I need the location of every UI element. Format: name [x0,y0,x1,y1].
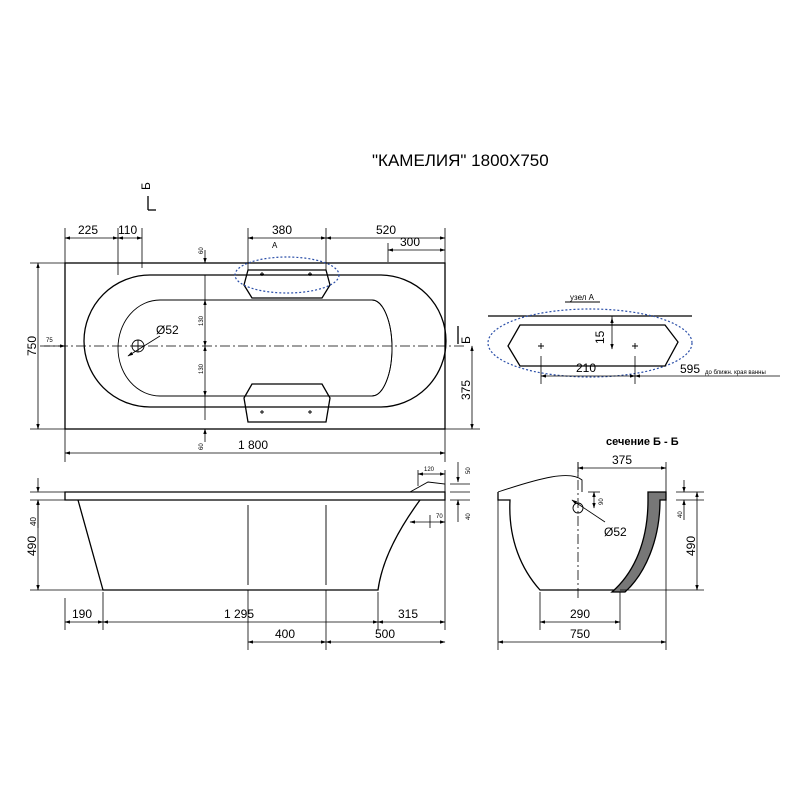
dim-60-bottom: 60 [199,443,205,450]
dim-40-right: 40 [466,513,472,520]
drawing-title: "КАМЕЛИЯ" 1800X750 [372,151,549,170]
top-view: A Ø52 225 110 380 520 300 [25,182,480,462]
dim-210: 210 [576,361,596,375]
dim-75: 75 [46,338,53,344]
dim-110: 110 [118,223,137,237]
section-wall-hatch [610,491,667,593]
dim-120: 120 [424,467,435,473]
handle-top [243,269,331,299]
side-view: 40 490 120 50 40 70 [25,462,472,650]
dim-60-top: 60 [199,247,205,254]
dim-500: 500 [375,627,395,641]
tub-side-body [77,499,421,591]
dim-595: 595 [680,362,700,376]
dim-315: 315 [398,607,418,621]
handle-bottom [243,383,331,423]
dim-190: 190 [72,607,92,621]
section-marker-right: Б [457,326,473,344]
basin-outer-contour [83,274,447,408]
sec-dim-750: 750 [570,627,590,641]
dim-380: 380 [272,223,292,237]
dim-490-left: 490 [25,536,39,556]
dim-750-left: 750 [25,336,39,356]
sec-dim-290: 290 [570,607,590,621]
dim-70: 70 [436,514,443,520]
tub-side-rim [64,491,446,501]
tub-side-headrest [409,481,446,493]
headrest-step [330,299,393,397]
dim-50: 50 [466,467,472,474]
drain-icon [127,335,161,357]
dim-225: 225 [78,223,98,237]
node-a-title: узел А [570,293,595,302]
dim-15: 15 [593,330,607,344]
dim-40-left: 40 [29,517,38,526]
node-a-marker [234,256,340,294]
dim-520: 520 [376,223,396,237]
section-view: сечение Б - Б 375 9 [497,436,704,650]
node-a-detail: узел А 15 210 595 до ближн. края ванны [487,293,780,384]
section-marker-top: Б [139,182,156,211]
sec-dim-490: 490 [684,536,698,556]
dim-1800: 1 800 [238,438,268,452]
section-headrest [497,475,583,493]
dim-300: 300 [400,235,420,249]
dim-400: 400 [275,627,295,641]
top-dimension-lines [64,228,446,275]
handle-bolts [260,272,312,414]
dim-375-right: 375 [459,380,473,400]
dim-130-top: 130 [199,315,205,326]
sec-dim-375: 375 [612,453,632,467]
dim-drain-diameter: Ø52 [156,323,179,337]
node-a-bolts [538,343,638,349]
svg-text:Б: Б [459,336,473,344]
dim-130-bottom: 130 [199,363,205,374]
sec-dim-90: 90 [599,498,605,505]
svg-text:Б: Б [139,182,153,190]
node-a-label: A [272,241,278,250]
sec-dim-40: 40 [678,511,684,518]
section-drain-icon [571,499,606,523]
tub-side-seat [247,505,327,585]
basin-inner-contour [117,299,393,397]
dim-1295: 1 295 [224,607,254,621]
section-title: сечение Б - Б [606,436,679,448]
node-a-handle [507,324,679,367]
edge-note: до ближн. края ванны [705,370,766,376]
sec-dim-52: Ø52 [604,525,627,539]
